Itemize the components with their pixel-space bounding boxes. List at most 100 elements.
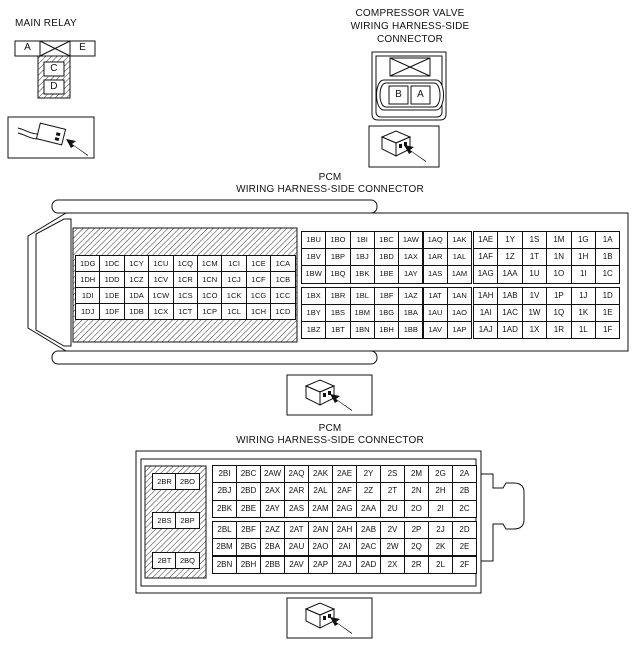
pin-1ap: 1AP — [446, 321, 473, 340]
pin-1dh: 1DH — [75, 271, 101, 288]
pin-1ba: 1BA — [398, 303, 424, 322]
pin-2ar: 2AR — [284, 482, 309, 501]
pin-1au: 1AU — [422, 303, 448, 322]
pin-2w: 2W — [380, 538, 405, 557]
pin-1bx: 1BX — [301, 286, 327, 305]
pin-1i: 1I — [570, 265, 596, 284]
pin-1t: 1T — [521, 248, 548, 267]
pin-1z: 1Z — [497, 248, 523, 267]
pin-2bi: 2BI — [212, 465, 237, 484]
pin-1al: 1AL — [446, 248, 473, 267]
pin-1bo: 1BO — [325, 231, 351, 250]
pin-2e: 2E — [452, 538, 477, 557]
pin-2y: 2Y — [356, 465, 381, 484]
pin-1ay: 1AY — [398, 265, 424, 284]
pin-1bc: 1BC — [373, 231, 400, 250]
compressor-terminal-b: B — [395, 89, 402, 100]
pin-2bs: 2BS — [152, 512, 177, 529]
pin-2ag: 2AG — [332, 499, 357, 518]
pin-1ab: 1AB — [497, 286, 523, 305]
pin-1cj: 1CJ — [221, 271, 247, 288]
pin-2ao: 2AO — [308, 538, 333, 557]
pin-1bj: 1BJ — [349, 248, 375, 267]
pin-2bl: 2BL — [212, 520, 237, 540]
pin-2k: 2K — [428, 538, 453, 557]
pin-1ad: 1AD — [497, 321, 523, 340]
pin-2l: 2L — [428, 555, 453, 574]
pin-2bo: 2BO — [175, 473, 200, 490]
pin-2ax: 2AX — [260, 482, 285, 501]
pin-1ah: 1AH — [473, 286, 499, 305]
pin-2bm: 2BM — [212, 538, 237, 557]
pin-1an: 1AN — [446, 286, 473, 305]
pin-2b: 2B — [452, 482, 477, 501]
pin-2bp: 2BP — [175, 512, 200, 529]
pin-1dj: 1DJ — [75, 303, 101, 320]
pin-1l: 1L — [570, 321, 596, 340]
pin-2as: 2AS — [284, 499, 309, 518]
pin-1bq: 1BQ — [325, 265, 351, 284]
pin-1r: 1R — [546, 321, 572, 340]
pin-1ao: 1AO — [446, 303, 473, 322]
pin-2x: 2X — [380, 555, 405, 574]
pin-1ax: 1AX — [398, 248, 424, 267]
pin-1o: 1O — [546, 265, 572, 284]
pin-1ci: 1CI — [221, 255, 247, 272]
pin-1af: 1AF — [473, 248, 499, 267]
pin-1dd: 1DD — [99, 271, 125, 288]
pin-1bk: 1BK — [349, 265, 375, 284]
pin-1am: 1AM — [446, 265, 473, 284]
pin-2n: 2N — [404, 482, 429, 501]
pin-1at: 1AT — [422, 286, 448, 305]
pin-1de: 1DE — [99, 287, 125, 304]
pin-2bd: 2BD — [236, 482, 261, 501]
pin-1f: 1F — [595, 321, 621, 340]
pin-2r: 2R — [404, 555, 429, 574]
pin-2q: 2Q — [404, 538, 429, 557]
pin-1bi: 1BI — [349, 231, 375, 250]
pin-2aq: 2AQ — [284, 465, 309, 484]
pin-1x: 1X — [521, 321, 548, 340]
main-relay-terminal-e: E — [79, 42, 86, 53]
pin-1cn: 1CN — [197, 271, 223, 288]
pin-2g: 2G — [428, 465, 453, 484]
pin-2ae: 2AE — [332, 465, 357, 484]
pin-2bg: 2BG — [236, 538, 261, 557]
pin-1aj: 1AJ — [473, 321, 499, 340]
pin-1g: 1G — [570, 231, 596, 250]
pin-1cp: 1CP — [197, 303, 223, 320]
pin-1n: 1N — [546, 248, 572, 267]
pin-2f: 2F — [452, 555, 477, 574]
pin-2af: 2AF — [332, 482, 357, 501]
pin-2a: 2A — [452, 465, 477, 484]
compressor-terminal-a: A — [417, 89, 424, 100]
pin-1ar: 1AR — [422, 248, 448, 267]
compressor-connector-icon — [368, 125, 440, 168]
pin-2aw: 2AW — [260, 465, 285, 484]
pin-2ai: 2AI — [332, 538, 357, 557]
pin-1u: 1U — [521, 265, 548, 284]
pin-1q: 1Q — [546, 303, 572, 322]
pin-1j: 1J — [570, 286, 596, 305]
main-relay-connector-icon — [7, 116, 95, 159]
pcm2-title-line-2: WIRING HARNESS-SIDE CONNECTOR — [236, 435, 424, 446]
pin-1k: 1K — [570, 303, 596, 322]
pin-1ae: 1AE — [473, 231, 499, 250]
pin-1bs: 1BS — [325, 303, 351, 322]
pin-1cu: 1CU — [148, 255, 174, 272]
pin-2t: 2T — [380, 482, 405, 501]
pin-1b: 1B — [595, 248, 621, 267]
pin-1bu: 1BU — [301, 231, 327, 250]
pin-1dc: 1DC — [99, 255, 125, 272]
pin-1bg: 1BG — [373, 303, 400, 322]
pin-1az: 1AZ — [398, 286, 424, 305]
pin-1m: 1M — [546, 231, 572, 250]
pin-1y: 1Y — [497, 231, 523, 250]
pin-2av: 2AV — [284, 555, 309, 574]
pin-1ct: 1CT — [172, 303, 198, 320]
pin-1cm: 1CM — [197, 255, 223, 272]
pin-1e: 1E — [595, 303, 621, 322]
pcm2-connector-icon — [286, 597, 373, 639]
pin-2p: 2P — [404, 520, 429, 540]
pin-1ai: 1AI — [473, 303, 499, 322]
